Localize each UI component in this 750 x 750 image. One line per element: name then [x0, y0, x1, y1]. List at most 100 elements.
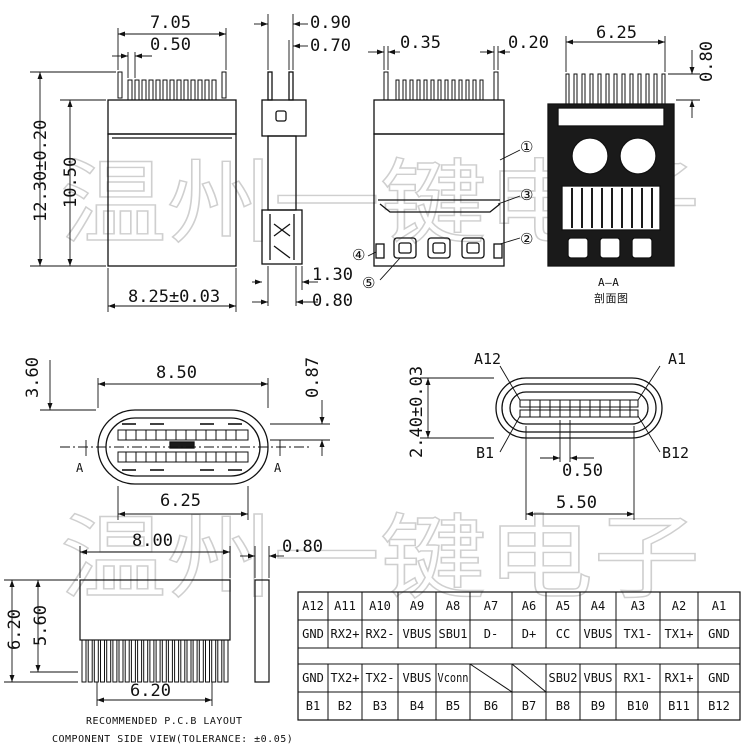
pin-cell: SBU2 — [549, 671, 578, 685]
dim-front-width-top: 7.05 — [150, 13, 191, 33]
dim-side-foot-b: 0.80 — [312, 291, 353, 311]
dim-pcb-bottom-width: 6.20 — [130, 681, 171, 701]
dim-face-inner-width: 6.25 — [160, 491, 201, 511]
pcb-pad — [223, 639, 229, 683]
section-mark-left: A — [76, 461, 84, 475]
dim-front-width-body: 8.25±0.03 — [128, 287, 220, 307]
face-view-contacts-bottom — [117, 451, 249, 463]
pin-cell: RX1+ — [665, 671, 694, 685]
back-view-dims — [367, 46, 521, 281]
pin-cell: B8 — [556, 699, 570, 713]
dim-face-width: 8.50 — [156, 363, 197, 383]
pcb-pad — [180, 639, 186, 683]
dim-pcb-width: 8.00 — [132, 531, 173, 551]
pin-cell: VBUS — [403, 671, 432, 685]
dim-pcb-height-pad: 5.60 — [31, 605, 51, 646]
pin-cell: TX1- — [624, 627, 653, 641]
port-view-dims — [420, 365, 661, 520]
pin-cell: A3 — [631, 599, 645, 613]
dim-face-height-right: 0.87 — [303, 357, 323, 398]
callout-5: ⑤ — [362, 274, 375, 292]
pin-cell: GND — [302, 627, 324, 641]
pin-cell: TX2+ — [331, 671, 360, 685]
pin-cell: B4 — [410, 699, 424, 713]
pcb-pad — [211, 639, 217, 683]
pin-cell: B6 — [484, 699, 498, 713]
pin-cell: RX2- — [366, 627, 395, 641]
pcb-pad — [217, 639, 223, 683]
pcb-pad — [100, 639, 105, 683]
pin-cell: B3 — [373, 699, 387, 713]
pin-cell: A6 — [522, 599, 536, 613]
pin-cell: D- — [484, 627, 498, 641]
dim-side-foot-a: 1.30 — [312, 265, 353, 285]
callout-1: ① — [520, 138, 533, 156]
section-view-dims — [565, 36, 700, 118]
pcb-caption-1: RECOMMENDED P.C.B LAYOUT — [86, 716, 243, 727]
pin-cell: VBUS — [403, 627, 432, 641]
section-label: A—A — [598, 276, 619, 289]
pin-cell: B1 — [306, 699, 320, 713]
pin-cell: VBUS — [584, 627, 613, 641]
pcb-pad — [192, 639, 198, 683]
dim-port-pitch: 0.50 — [562, 461, 603, 481]
pcb-pad — [186, 639, 192, 683]
pin-cell: RX1- — [624, 671, 653, 685]
pin-cell: B2 — [338, 699, 352, 713]
pcb-pad — [112, 639, 118, 683]
pcb-layout — [79, 579, 270, 683]
pcb-dims — [4, 546, 284, 706]
dim-front-height-body: 10.50 — [61, 157, 81, 208]
face-view-dims — [40, 360, 330, 520]
dim-side-lead-b: 0.70 — [310, 36, 351, 56]
label-a1: A1 — [668, 350, 686, 368]
pin-cell: SBU1 — [439, 627, 468, 641]
pin-cell: D+ — [522, 627, 536, 641]
pin-cell: TX1+ — [665, 627, 694, 641]
pin-cell: B11 — [668, 699, 690, 713]
pcb-pad — [130, 639, 136, 683]
pcb-pad — [174, 639, 180, 683]
pcb-pad — [149, 639, 155, 683]
side-view-plug — [261, 209, 303, 265]
pin-cell: B7 — [522, 699, 536, 713]
pcb-pad — [143, 639, 149, 683]
pin-cell: A1 — [712, 599, 726, 613]
dim-front-height-total: 12.30±0.20 — [31, 120, 51, 222]
watermark-row-2: 温州一键电子 — [60, 505, 700, 612]
side-view — [261, 71, 307, 265]
dim-side-lead-a: 0.90 — [310, 13, 351, 33]
pcb-side-view — [254, 579, 270, 683]
pin-cell: GND — [708, 627, 730, 641]
pin-cell: CC — [556, 627, 570, 641]
pin-cell: TX2- — [366, 671, 395, 685]
pcb-pad — [124, 639, 130, 683]
section-view — [547, 73, 675, 267]
pin-cell: GND — [302, 671, 324, 685]
dim-front-pitch: 0.50 — [150, 35, 191, 55]
side-view-header — [261, 99, 307, 137]
pin-cell: A2 — [672, 599, 686, 613]
pcb-pad — [81, 639, 87, 683]
dim-pcb-side-width: 0.80 — [282, 537, 323, 557]
pin-cell: A11 — [334, 599, 356, 613]
label-b12: B12 — [662, 444, 689, 462]
pcb-pads — [81, 639, 229, 683]
port-view — [495, 377, 663, 439]
callout-2: ② — [520, 230, 533, 248]
dim-section-height: 0.80 — [697, 41, 717, 82]
front-view-pins — [117, 71, 227, 101]
pin-cell: A8 — [446, 599, 460, 613]
pin-cell: B5 — [446, 699, 460, 713]
dim-back-b: 0.20 — [508, 33, 549, 53]
section-mark-right: A — [274, 461, 282, 475]
pin-cell: A12 — [302, 599, 324, 613]
pin-cell: B12 — [708, 699, 730, 713]
pcb-pad — [137, 639, 143, 683]
label-a12: A12 — [474, 350, 501, 368]
pin-table-frame — [297, 591, 741, 721]
pcb-pad — [198, 639, 204, 683]
dim-section-width: 6.25 — [596, 23, 637, 43]
section-caption: 剖面图 — [594, 291, 629, 305]
